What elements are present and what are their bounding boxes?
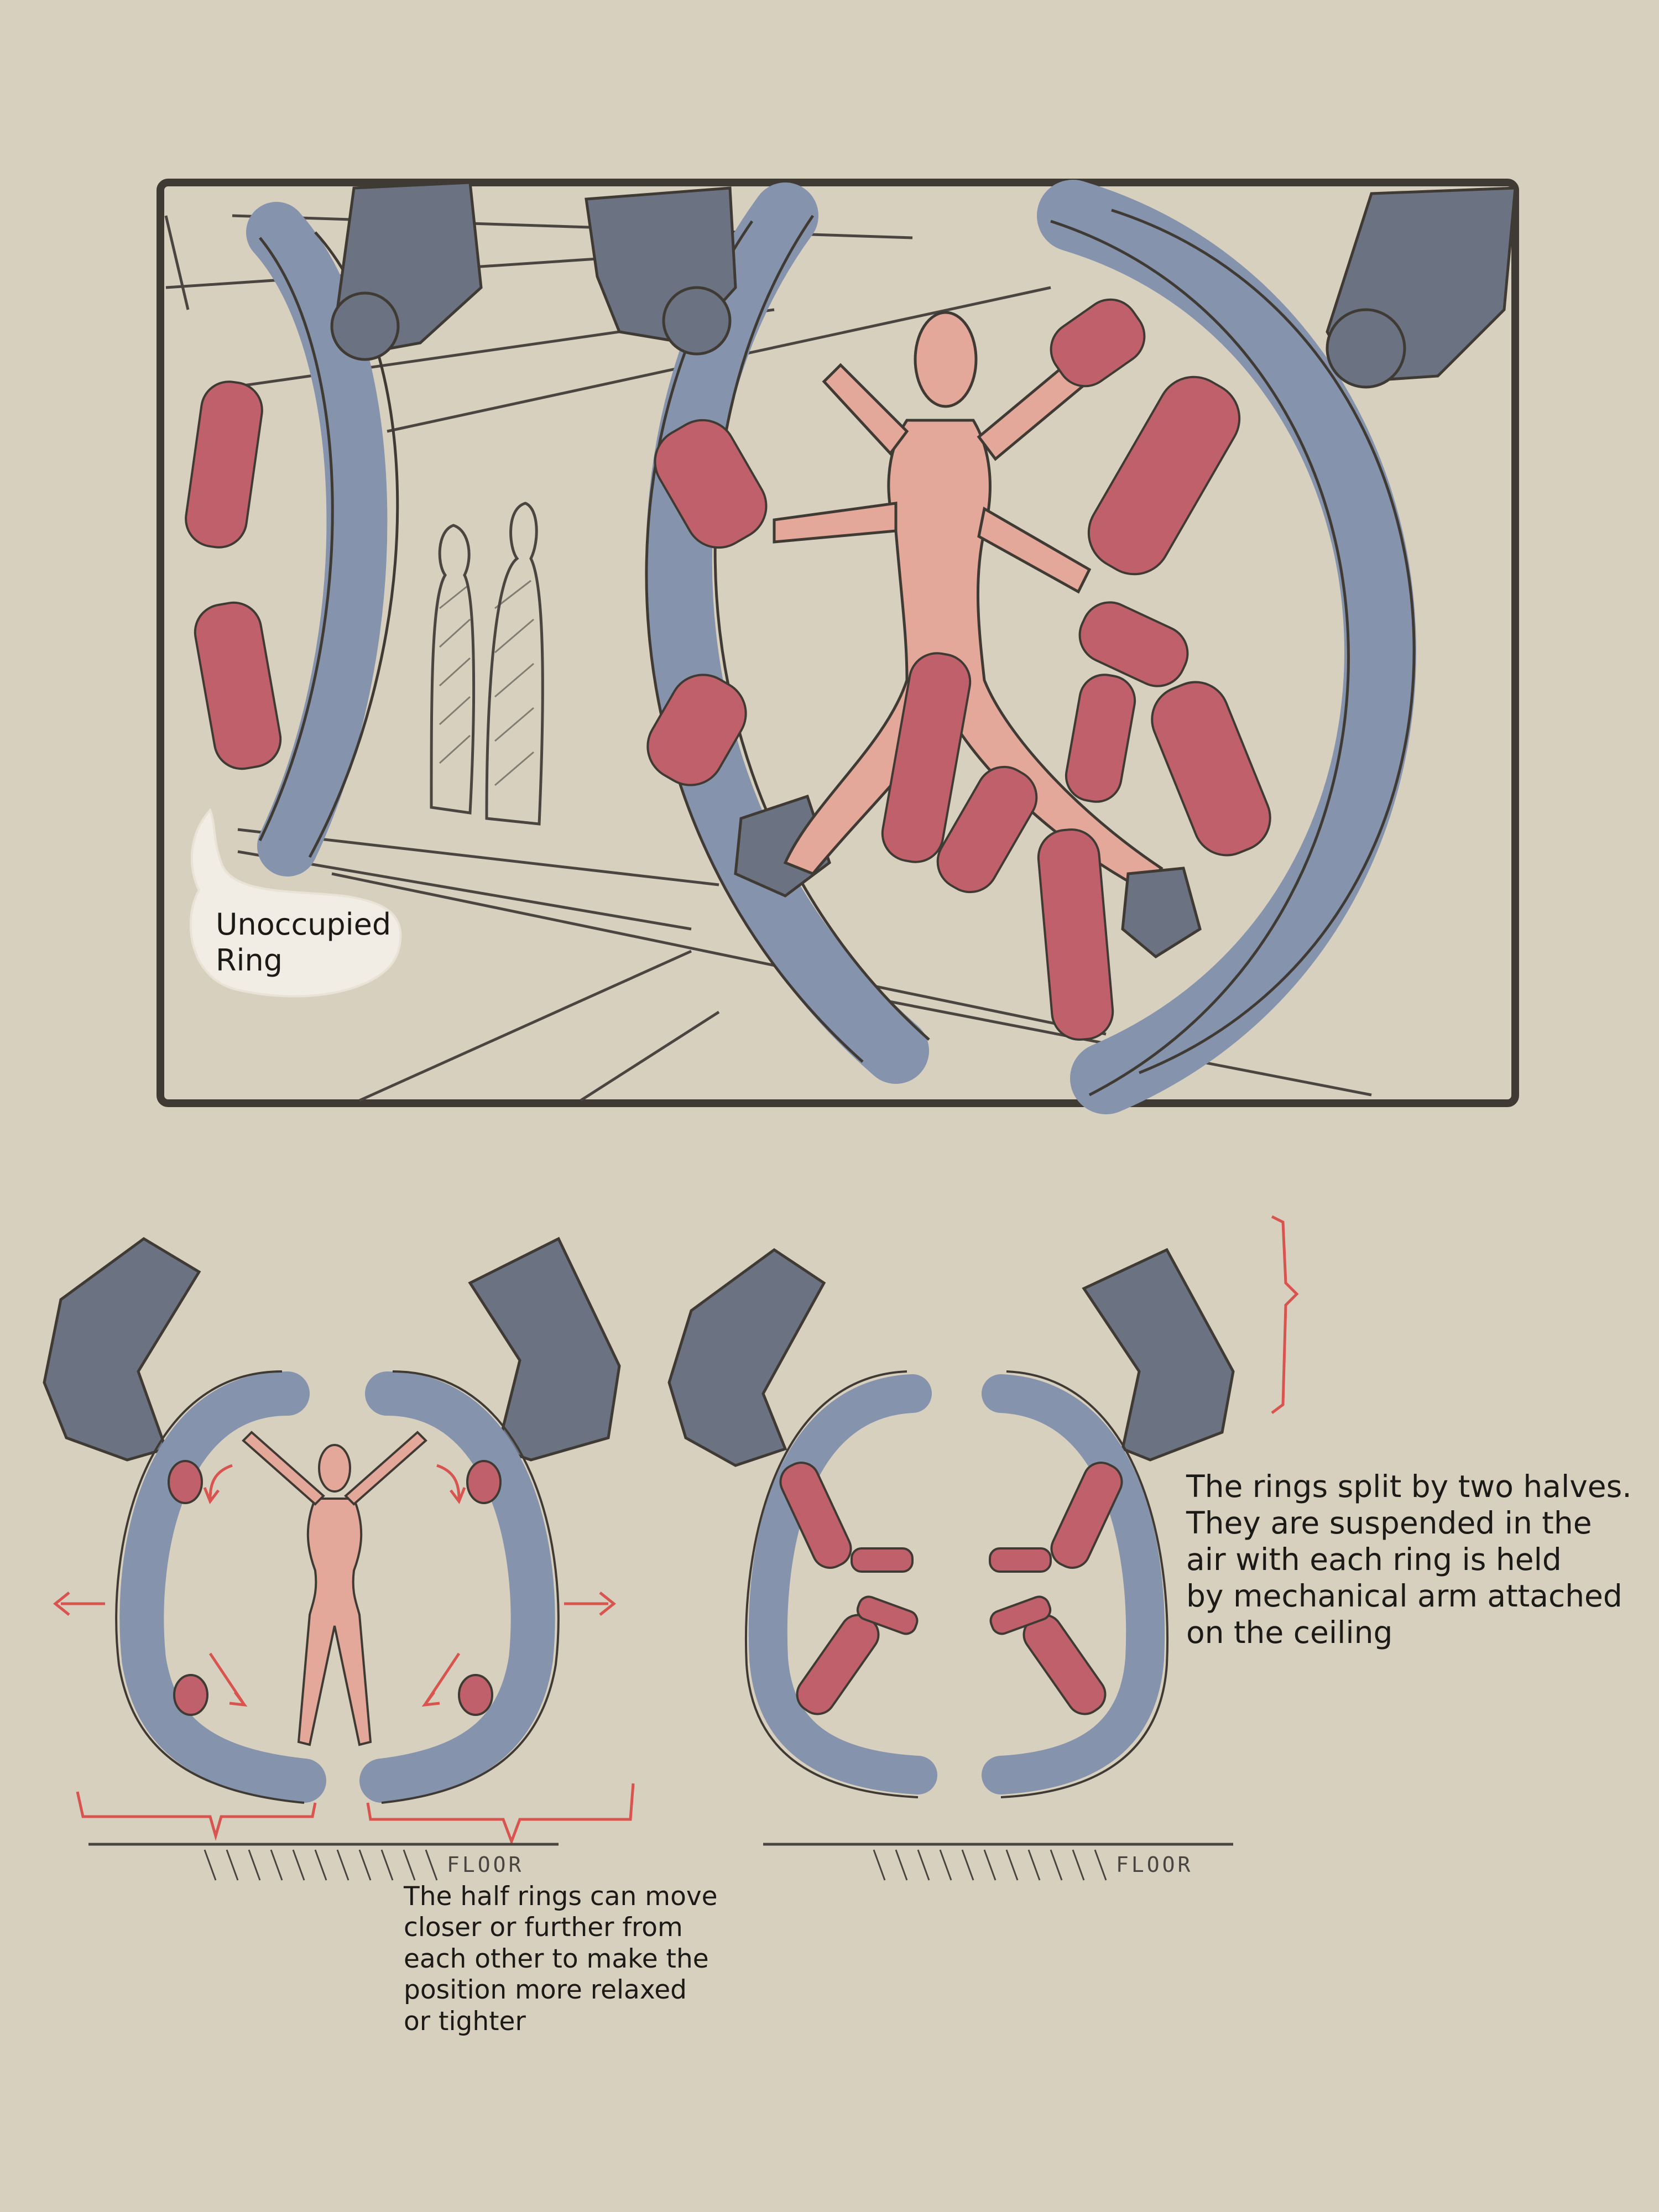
restraint-pad	[173, 1674, 208, 1716]
mechanical-arm	[1082, 1248, 1235, 1462]
right-ring	[1037, 180, 1517, 1114]
mechanical-arm	[468, 1237, 621, 1462]
ankle-clamp	[1121, 867, 1202, 959]
background-figure	[485, 502, 544, 826]
restraint-pad	[654, 419, 768, 549]
restraint-pad	[168, 1460, 203, 1504]
restraint-pad	[458, 1674, 493, 1716]
restraint-pad	[1037, 828, 1114, 1041]
restraint-pad	[1050, 1462, 1123, 1569]
unoccupied-ring-label: Unoccupied Ring	[216, 907, 392, 978]
bracket	[1271, 1215, 1299, 1414]
half-ring-right	[982, 1374, 1165, 1794]
background-figure	[430, 524, 476, 815]
limb-restraints	[881, 298, 1202, 1041]
top-panel	[156, 179, 1519, 1114]
restrained-figure	[773, 311, 1164, 893]
callout-bubble	[189, 808, 402, 998]
half-ring-left	[119, 1371, 326, 1803]
unoccupied-ring	[185, 181, 483, 877]
restraint-pad	[779, 1462, 852, 1569]
panel-frame	[156, 179, 1519, 1107]
restraint-arms	[779, 1462, 1123, 1715]
mechanical-arm	[667, 1248, 826, 1467]
restraint-pad	[185, 380, 263, 549]
center-ring	[585, 182, 930, 1084]
floor-label-right: FLOOR	[1116, 1853, 1193, 1877]
restraint-pad	[1087, 375, 1241, 576]
movement-arrows	[53, 1464, 617, 1707]
bracket	[366, 1783, 635, 1846]
restraint-pad	[1078, 601, 1189, 687]
restraint-pad	[1022, 1614, 1107, 1715]
background-figures	[430, 502, 544, 826]
floor-line	[763, 1843, 1233, 1881]
spread-figure	[242, 1431, 427, 1746]
restraint-pad	[1065, 674, 1136, 803]
diagram-left	[43, 1237, 635, 1881]
restraint-pad	[936, 765, 1038, 894]
restraint-pad	[796, 1614, 880, 1715]
restraint-pad	[881, 652, 972, 863]
half-ring-right	[359, 1371, 555, 1803]
restraint-pad	[1151, 681, 1271, 857]
floor-label-left: FLOOR	[447, 1853, 524, 1877]
rings-split-note: The rings split by two halves. They are …	[1186, 1469, 1632, 1650]
floor-line	[88, 1843, 559, 1881]
half-rings-note: The half rings can move closer or furthe…	[404, 1881, 718, 2037]
bracket	[76, 1791, 317, 1841]
half-ring-left	[748, 1374, 937, 1794]
diagram-right	[667, 1215, 1299, 1881]
restraint-pad	[466, 1460, 502, 1504]
restraint-pad	[194, 601, 282, 770]
restraint-pad	[646, 674, 747, 786]
